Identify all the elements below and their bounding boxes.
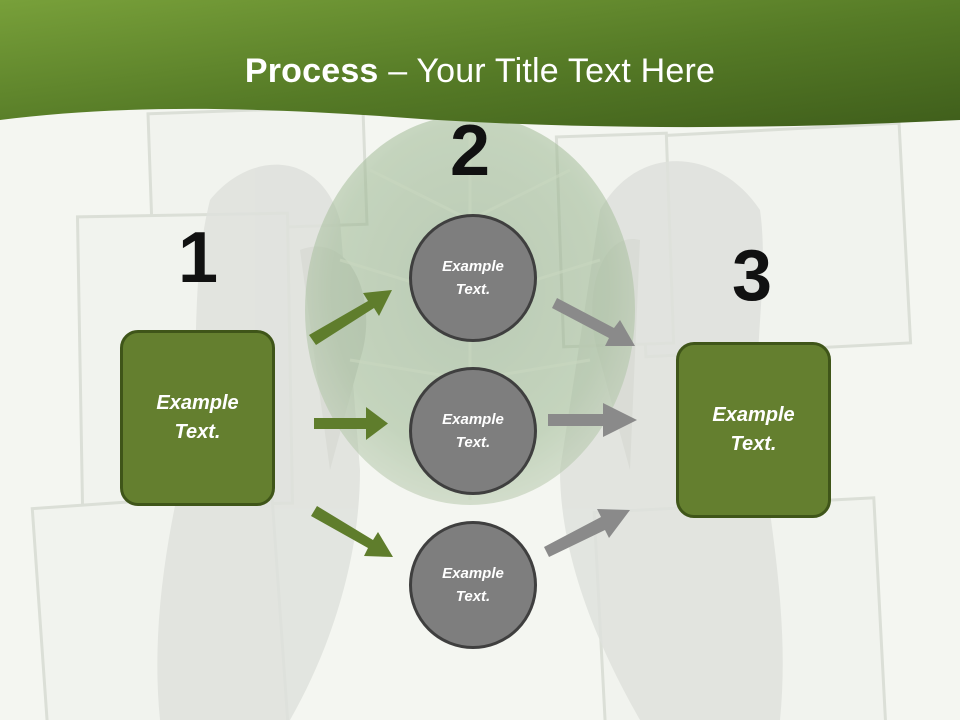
- circle-middle-text: Example Text.: [442, 411, 504, 451]
- left-box-text: Example Text.: [156, 392, 239, 443]
- right-box-text: Example Text.: [712, 404, 795, 455]
- step-number-3: 3: [732, 236, 773, 316]
- right-process-box: Example Text.: [676, 342, 831, 518]
- slide-title: Process – Your Title Text Here: [0, 52, 960, 91]
- title-rest-part: – Your Title Text Here: [378, 52, 716, 90]
- circle-bottom-text: Example Text.: [442, 565, 504, 605]
- circle-bottom: Example Text.: [409, 521, 537, 649]
- circle-top-text: Example Text.: [442, 258, 504, 298]
- circle-middle: Example Text.: [409, 367, 537, 495]
- step-number-2: 2: [450, 111, 491, 191]
- circle-top: Example Text.: [409, 214, 537, 342]
- left-process-box: Example Text.: [120, 330, 275, 506]
- header-band: [0, 0, 960, 128]
- title-bold-part: Process: [244, 52, 379, 90]
- step-number-1: 1: [178, 218, 219, 298]
